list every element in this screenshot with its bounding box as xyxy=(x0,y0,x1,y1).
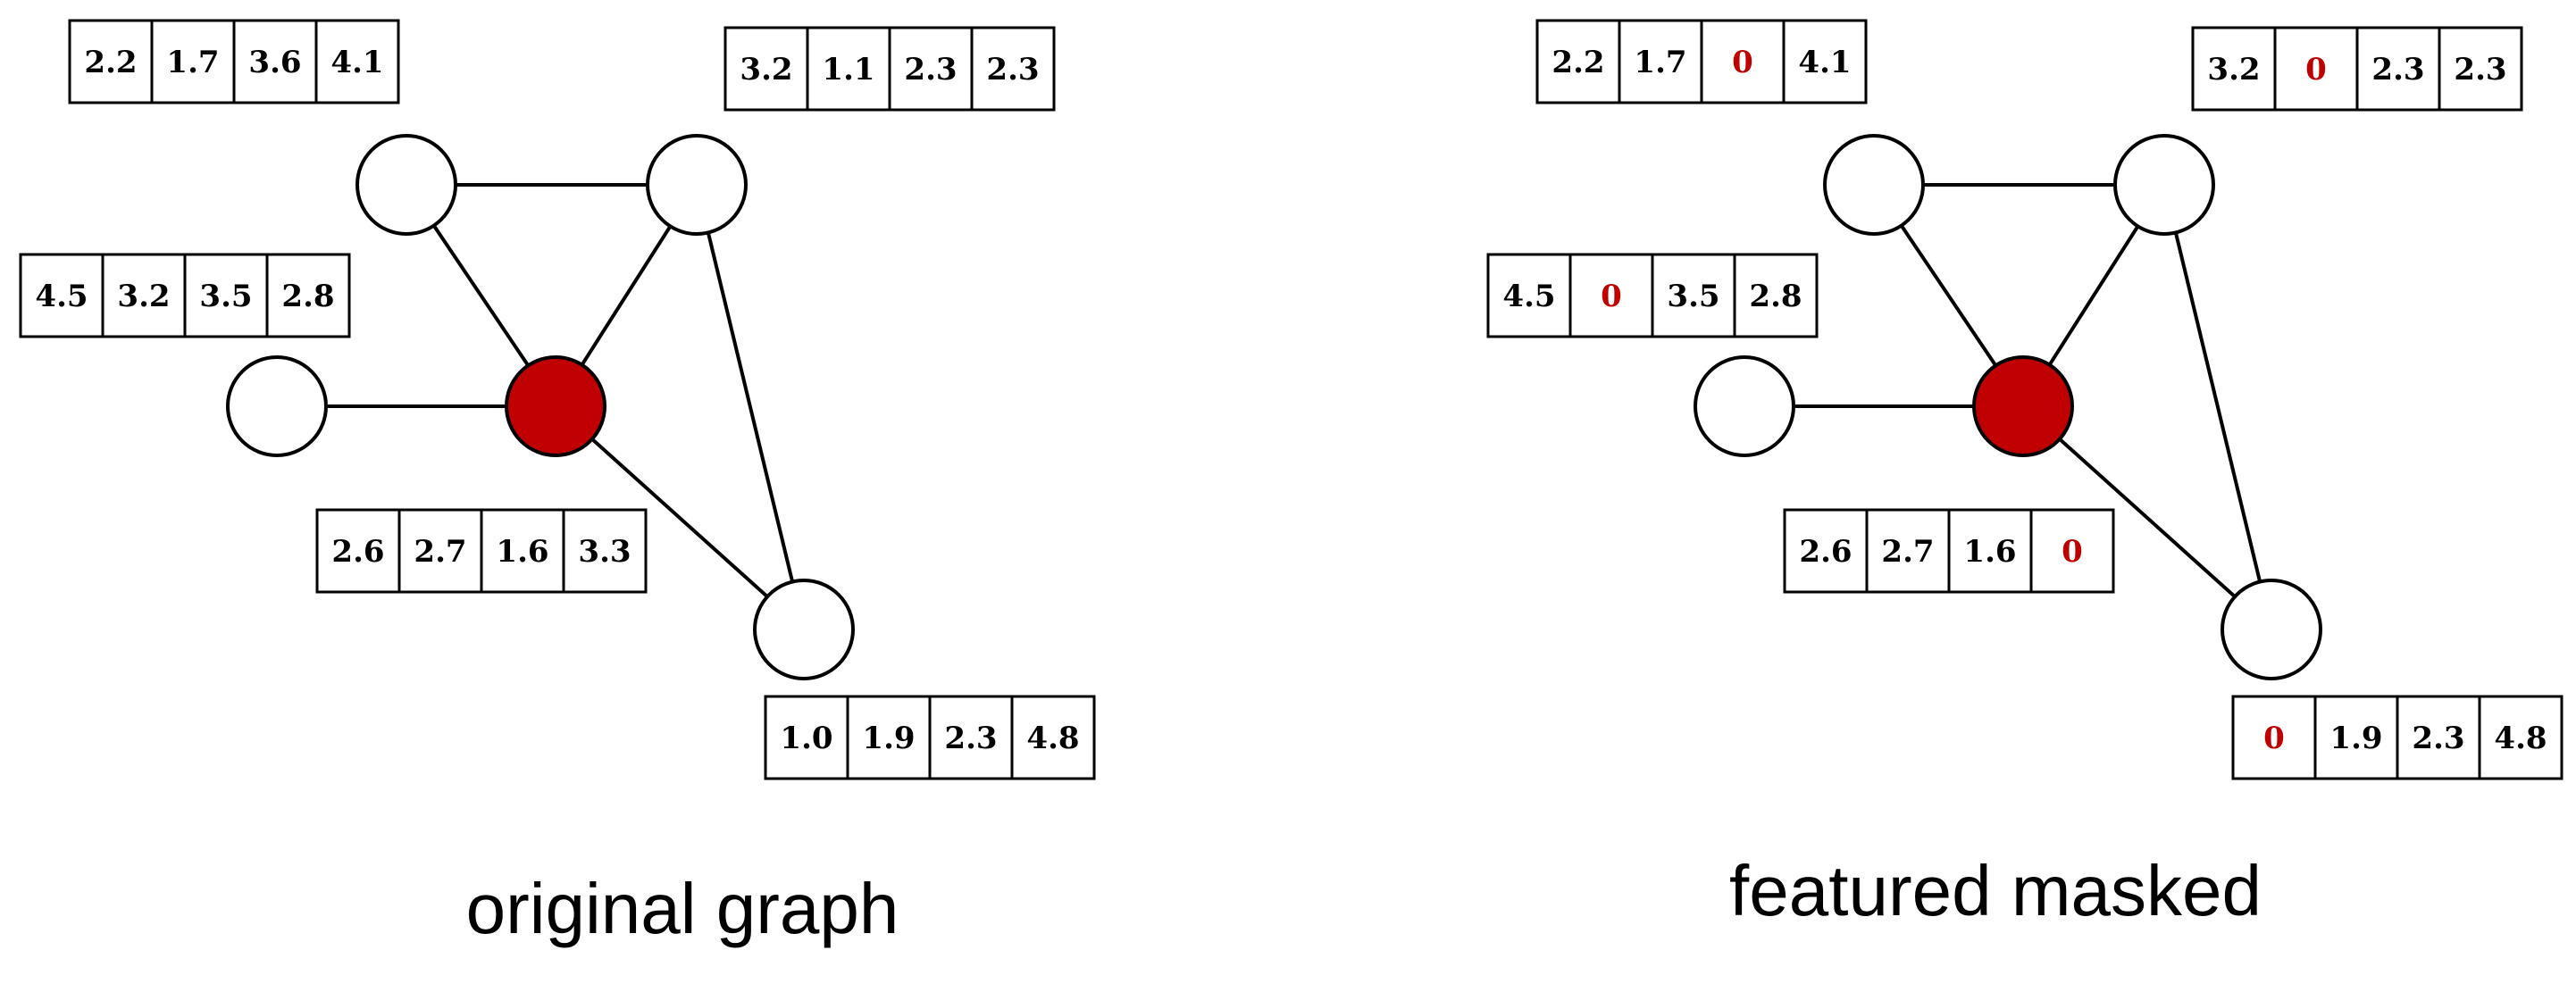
feature-cell xyxy=(1733,253,1819,338)
feature-value: 1.9 xyxy=(862,721,915,756)
node-left xyxy=(226,355,328,457)
feature-value: 2.3 xyxy=(904,52,957,88)
feature-cell xyxy=(2029,508,2115,594)
feature-value: 3.2 xyxy=(740,52,792,88)
masked-value: 0 xyxy=(2062,534,2083,570)
feature-value: 2.7 xyxy=(1881,534,1934,570)
feature-value: 2.8 xyxy=(1749,279,1802,314)
feature-cell xyxy=(1535,19,1621,104)
feature-value: 2.3 xyxy=(2371,52,2424,88)
feature-value: 1.1 xyxy=(822,52,874,88)
node-top-right xyxy=(646,134,748,236)
node-top-left xyxy=(355,134,457,236)
feature-cell xyxy=(2438,26,2523,112)
node-bottom-right xyxy=(2221,579,2322,680)
feature-vector-center: 2.6 2.7 1.6 0 xyxy=(1783,508,2115,594)
feature-cell xyxy=(928,695,1014,780)
feature-value: 3.6 xyxy=(248,45,301,80)
feature-cell xyxy=(315,508,401,594)
feature-cell xyxy=(480,508,565,594)
node-top-left xyxy=(1823,134,1925,236)
node-center-highlighted xyxy=(1972,355,2074,457)
feature-value: 3.2 xyxy=(2207,52,2260,88)
feature-cell xyxy=(1783,508,1869,594)
feature-value: 2.3 xyxy=(2454,52,2506,88)
feature-cell xyxy=(1010,695,1096,780)
panel-caption: featured masked xyxy=(1729,851,2262,930)
feature-cell xyxy=(232,19,318,104)
feature-cell xyxy=(2231,695,2317,780)
edge-top-right-bottom-right xyxy=(695,184,806,630)
node-bottom-right xyxy=(753,579,855,680)
feature-cell xyxy=(2273,26,2359,112)
feature-value: 4.5 xyxy=(1502,279,1555,314)
feature-vector-top-right: 3.2 0 2.3 2.3 xyxy=(2191,26,2523,112)
feature-value: 4.8 xyxy=(2494,721,2547,756)
feature-cell xyxy=(265,253,351,338)
feature-value: 1.6 xyxy=(496,534,548,570)
feature-value: 3.2 xyxy=(117,279,170,314)
feature-value: 2.3 xyxy=(986,52,1039,88)
feature-cell xyxy=(2478,695,2563,780)
feature-value: 3.5 xyxy=(1667,279,1719,314)
feature-value: 1.0 xyxy=(780,721,832,756)
panel-caption: original graph xyxy=(466,869,899,948)
feature-vector-bottom-right: 0 1.9 2.3 4.8 xyxy=(2231,695,2563,780)
feature-cell xyxy=(183,253,269,338)
masked-value: 0 xyxy=(1732,45,1753,80)
feature-cell xyxy=(1486,253,1572,338)
feature-value: 4.1 xyxy=(1798,45,1851,80)
edge-center-bottom-right xyxy=(2021,404,2273,631)
feature-value: 1.6 xyxy=(1963,534,2016,570)
feature-value: 2.3 xyxy=(2412,721,2464,756)
feature-cell xyxy=(2191,26,2277,112)
feature-value: 2.8 xyxy=(281,279,334,314)
feature-value: 1.9 xyxy=(2329,721,2382,756)
feature-value: 4.5 xyxy=(35,279,88,314)
node-left xyxy=(1694,355,1795,457)
feature-cell xyxy=(970,26,1056,112)
feature-value: 4.8 xyxy=(1026,721,1079,756)
feature-value: 2.6 xyxy=(331,534,384,570)
masked-value: 0 xyxy=(1601,279,1622,314)
feature-value: 2.3 xyxy=(944,721,997,756)
feature-cell xyxy=(314,19,400,104)
feature-cell xyxy=(888,26,974,112)
feature-value: 2.6 xyxy=(1799,534,1852,570)
feature-value: 2.2 xyxy=(1551,45,1604,80)
feature-value: 4.1 xyxy=(330,45,383,80)
masked-value: 0 xyxy=(2263,721,2285,756)
feature-cell xyxy=(2355,26,2441,112)
feature-value: 1.7 xyxy=(1634,45,1686,80)
feature-vector-top-left: 2.2 1.7 0 4.1 xyxy=(1535,19,1868,104)
feature-vector-left: 4.5 3.2 3.5 2.8 xyxy=(19,253,351,338)
feature-cell xyxy=(846,695,932,780)
edge-top-right-bottom-right xyxy=(2162,184,2273,630)
feature-cell xyxy=(19,253,105,338)
feature-vector-bottom-right: 1.0 1.9 2.3 4.8 xyxy=(764,695,1096,780)
node-center-highlighted xyxy=(505,355,606,457)
edge-center-bottom-right xyxy=(554,404,806,631)
feature-cell xyxy=(2396,695,2481,780)
panel-featured-masked: 2.2 1.7 0 4.1 3.2 0 2.3 2.3 4.5 0 3.5 2.8 2.6 2.7 1.6 0… xyxy=(1486,19,2563,930)
masked-value: 0 xyxy=(2305,52,2327,88)
feature-vector-left: 4.5 0 3.5 2.8 xyxy=(1486,253,1819,338)
feature-cell xyxy=(2313,695,2399,780)
feature-vector-center: 2.6 2.7 1.6 3.3 xyxy=(315,508,648,594)
feature-value: 3.5 xyxy=(199,279,252,314)
feature-vector-top-right: 3.2 1.1 2.3 2.3 xyxy=(723,26,1056,112)
feature-value: 3.3 xyxy=(578,534,631,570)
feature-cell xyxy=(723,26,809,112)
feature-vector-top-left: 2.2 1.7 3.6 4.1 xyxy=(68,19,400,104)
feature-value: 2.7 xyxy=(414,534,466,570)
node-top-right xyxy=(2113,134,2215,236)
feature-value: 1.7 xyxy=(166,45,219,80)
feature-value: 2.2 xyxy=(84,45,137,80)
feature-cell xyxy=(1782,19,1868,104)
feature-cell xyxy=(562,508,648,594)
